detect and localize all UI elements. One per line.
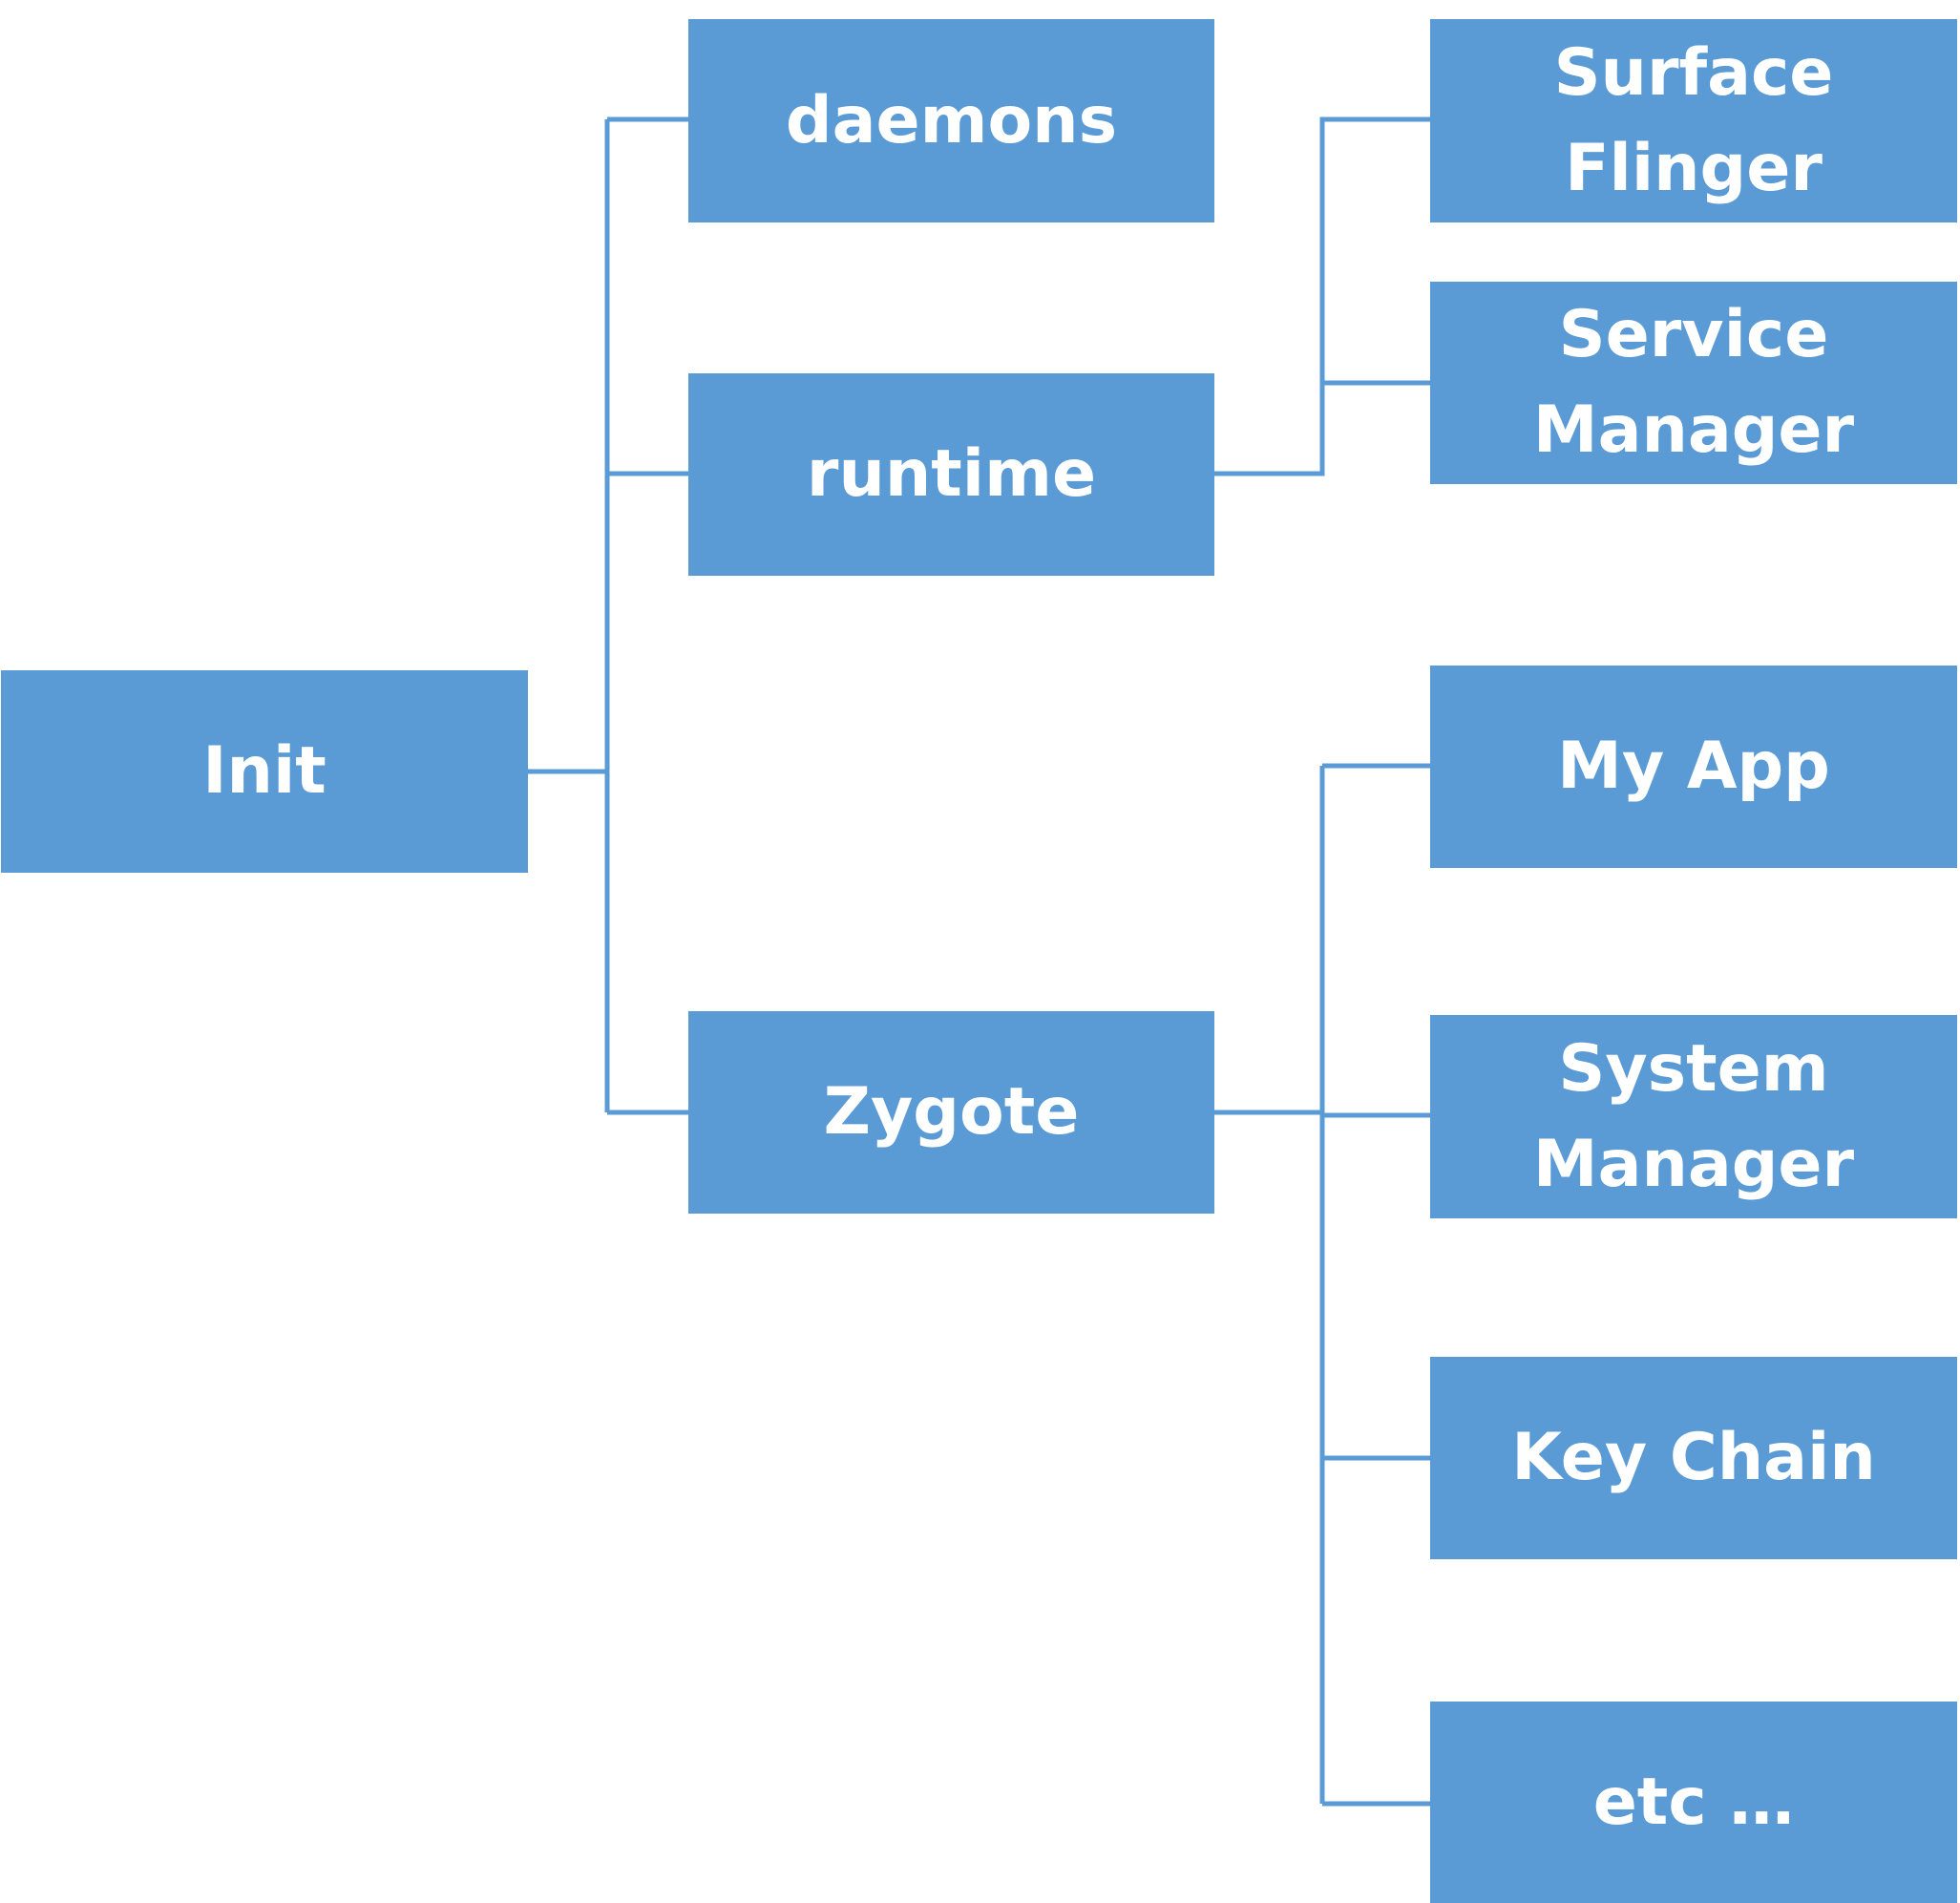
node-zygote: Zygote — [688, 1011, 1214, 1214]
node-system-manager: System Manager — [1430, 1015, 1957, 1218]
node-runtime-label: runtime — [807, 427, 1096, 522]
node-system-manager-line-2: Manager — [1532, 1126, 1855, 1202]
node-daemons-line-1: daemons — [785, 82, 1118, 159]
node-service-manager-line-1: Service — [1558, 297, 1829, 372]
node-service-manager-label: Service Manager — [1533, 287, 1854, 478]
node-runtime: runtime — [688, 373, 1214, 576]
node-my-app-label: My App — [1557, 719, 1830, 814]
node-zygote-line-1: Zygote — [823, 1074, 1080, 1150]
node-surface-flinger-line-2: Flinger — [1565, 130, 1823, 206]
node-init: Init — [1, 670, 528, 873]
node-service-manager-line-2: Manager — [1532, 392, 1855, 468]
node-my-app-line-1: My App — [1557, 729, 1830, 804]
node-surface-flinger: Surface Flinger — [1430, 19, 1957, 222]
node-system-manager-label: System Manager — [1533, 1022, 1854, 1213]
node-key-chain-label: Key Chain — [1511, 1410, 1876, 1506]
node-daemons: daemons — [688, 19, 1214, 222]
node-surface-flinger-label: Surface Flinger — [1554, 26, 1834, 217]
node-zygote-label: Zygote — [824, 1065, 1080, 1160]
node-etc-label: etc … — [1593, 1755, 1795, 1850]
node-daemons-label: daemons — [786, 74, 1117, 169]
node-runtime-line-1: runtime — [806, 436, 1097, 512]
node-key-chain: Key Chain — [1430, 1357, 1957, 1559]
node-etc-line-1: etc … — [1592, 1764, 1795, 1840]
connector-runtime-out — [1214, 116, 1430, 476]
node-my-app: My App — [1430, 666, 1957, 868]
node-init-line-1: Init — [202, 733, 327, 809]
node-system-manager-line-1: System — [1558, 1030, 1829, 1107]
node-surface-flinger-line-1: Surface — [1553, 34, 1834, 111]
node-key-chain-line-1: Key Chain — [1511, 1420, 1876, 1495]
node-etc: etc … — [1430, 1702, 1957, 1903]
node-init-label: Init — [202, 724, 327, 819]
node-service-manager: Service Manager — [1430, 282, 1957, 484]
